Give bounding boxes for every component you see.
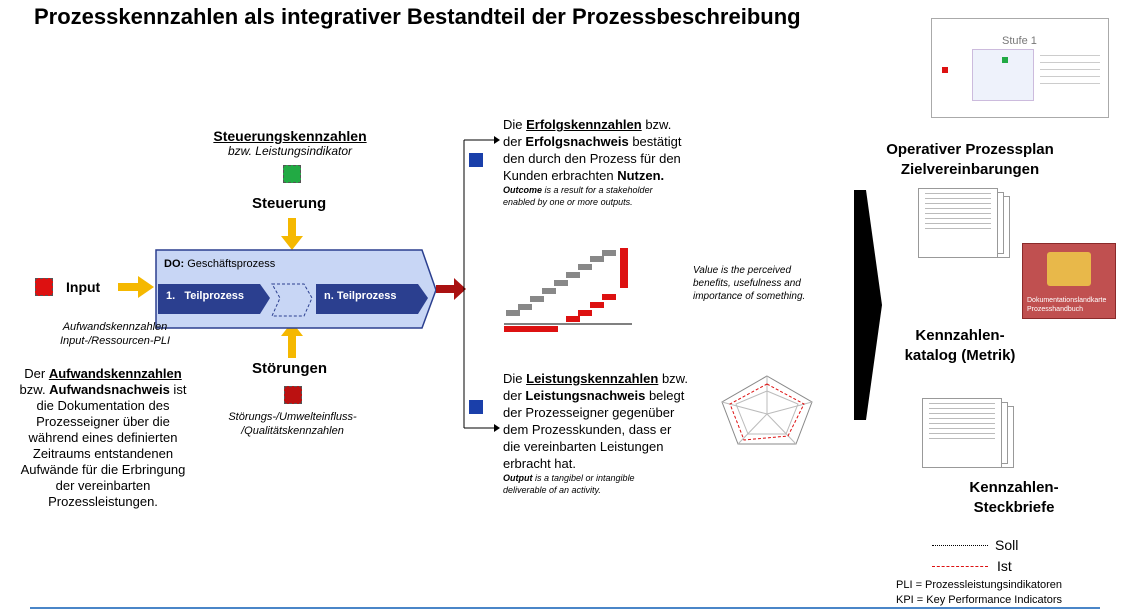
big-black-arrow: [854, 190, 882, 420]
input-caption: Aufwandskennzahlen Input-/Ressourcen-PLI: [59, 321, 171, 347]
kennzahlen-steckbriefe: Kennzahlen- Steckbriefe: [969, 479, 1059, 516]
kennzahlen-katalog: Kennzahlen- katalog (Metrik): [904, 327, 1016, 364]
steuerung-arrow: [281, 218, 303, 250]
erfolg-text: Die Erfolgskennzahlen bzw. der Erfolgsna…: [503, 117, 682, 207]
value-note: Value is the perceived benefits, usefuln…: [693, 265, 806, 302]
legend-kpi: KPI = Key Performance Indicators: [896, 594, 1062, 606]
input-red-square: [35, 278, 53, 296]
folder-icon: [1047, 252, 1091, 286]
thumbnail-green-marker: [1002, 57, 1008, 63]
teilprozess-1-label: 1. Teilprozess: [166, 290, 245, 302]
legend-ist-label: Ist: [997, 558, 1012, 574]
stoerungen-red-square: [284, 386, 302, 404]
output-arrow: [436, 278, 466, 300]
steuerung-sub: bzw. Leistungsindikator: [227, 144, 353, 158]
aufwand-text: Der Aufwandskennzahlen bzw. Aufwandsnach…: [19, 366, 187, 509]
output-bracket: [463, 139, 494, 429]
folder-label: Dokumentationslandkarte Prozesshandbuch: [1027, 297, 1107, 313]
steuerung-green-square: [283, 165, 301, 183]
operativer-prozessplan: Operativer Prozessplan Zielvereinbarunge…: [886, 141, 1054, 178]
input-arrow: [118, 276, 154, 298]
legend-soll-label: Soll: [995, 537, 1019, 553]
teilprozess-n-shape: [316, 284, 428, 314]
staircase-chart-image: [500, 240, 636, 334]
leistung-text: Die Leistungskennzahlen bzw. der Leistun…: [503, 371, 688, 495]
teilprozess-n-label: n. Teilprozess: [324, 290, 397, 302]
input-label: Input: [66, 279, 101, 295]
thumbnail-slide[interactable]: Stufe 1: [931, 18, 1109, 118]
steuerung-block: Steuerungskennzahlen bzw. Leistungsindik…: [190, 128, 390, 158]
radar-chart-image: [721, 375, 813, 445]
process-do-label: DO: Geschäftsprozess: [164, 258, 276, 270]
teilprozess-middle-shape: [271, 283, 313, 317]
thumbnail-label: Stufe 1: [1002, 35, 1037, 47]
steuerung-heading: Steuerungskennzahlen: [213, 128, 367, 144]
teilprozess-1-shape: [158, 284, 270, 314]
folder-image[interactable]: Dokumentationslandkarte Prozesshandbuch: [1022, 243, 1116, 319]
legend-ist-line: [932, 566, 988, 567]
steuerung-label: Steuerung: [252, 195, 327, 212]
stoerungen-caption: Störungs-/Umwelteinfluss- /Qualitätskenn…: [228, 411, 357, 437]
legend-pli: PLI = Prozessleistungsindikatoren: [896, 579, 1063, 591]
thumbnail-red-marker: [942, 67, 948, 73]
stoerungen-label: Störungen: [252, 360, 327, 377]
erfolg-blue-square: [469, 153, 483, 167]
thumbnail-text-block: [1040, 49, 1100, 109]
leistung-blue-square: [469, 400, 483, 414]
page-title: Prozesskennzahlen als integrativer Besta…: [34, 4, 801, 29]
stoerungen-arrow: [281, 322, 303, 358]
legend-soll-line: [932, 545, 988, 546]
